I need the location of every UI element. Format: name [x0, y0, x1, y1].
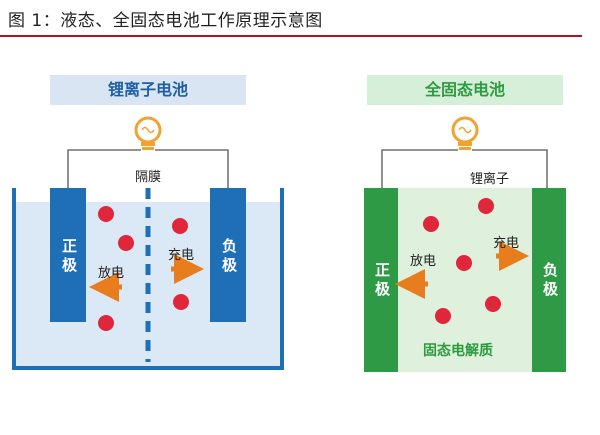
liion-charge-label: 充电	[168, 248, 195, 263]
liion-header: 锂离子电池	[50, 75, 246, 105]
li-ion	[173, 294, 189, 310]
liion-container	[12, 188, 284, 370]
figure-title: 图 1：液态、全固态电池工作原理示意图	[8, 11, 323, 31]
liion-ions	[98, 206, 189, 331]
solid-discharge-label: 放电	[410, 254, 437, 269]
li-ion	[485, 296, 501, 312]
li-ion	[98, 206, 114, 222]
separator-label: 隔膜	[135, 170, 162, 185]
li-ion	[478, 198, 494, 214]
liion-discharge-label: 放电	[98, 266, 125, 281]
solid-anode-label: 负极	[541, 262, 559, 300]
li-ion	[98, 315, 114, 331]
li-ion	[423, 216, 439, 232]
ion-label: 锂离子	[470, 172, 510, 187]
solid-cathode-label: 正极	[373, 262, 391, 300]
title-rule	[0, 35, 582, 37]
li-ion	[172, 218, 188, 234]
solid-wire	[381, 149, 548, 188]
electrolyte-label: 固态电解质	[423, 343, 493, 359]
liion-cathode	[50, 188, 86, 322]
li-ion	[118, 235, 134, 251]
li-ion	[435, 308, 451, 324]
solid-header: 全固态电池	[367, 75, 563, 105]
solid-anode	[532, 188, 566, 372]
solid-ions	[423, 198, 501, 324]
li-ion	[456, 255, 472, 271]
solid-bulb-icon	[451, 116, 479, 150]
liion-anode	[210, 188, 246, 322]
solid-charge-label: 充电	[493, 236, 520, 251]
solid-cathode	[364, 188, 398, 372]
liion-cathode-label: 正极	[60, 238, 78, 276]
liion-bulb-icon	[134, 116, 162, 150]
liion-anode-label: 负极	[220, 238, 238, 276]
liion-wire	[67, 149, 229, 188]
